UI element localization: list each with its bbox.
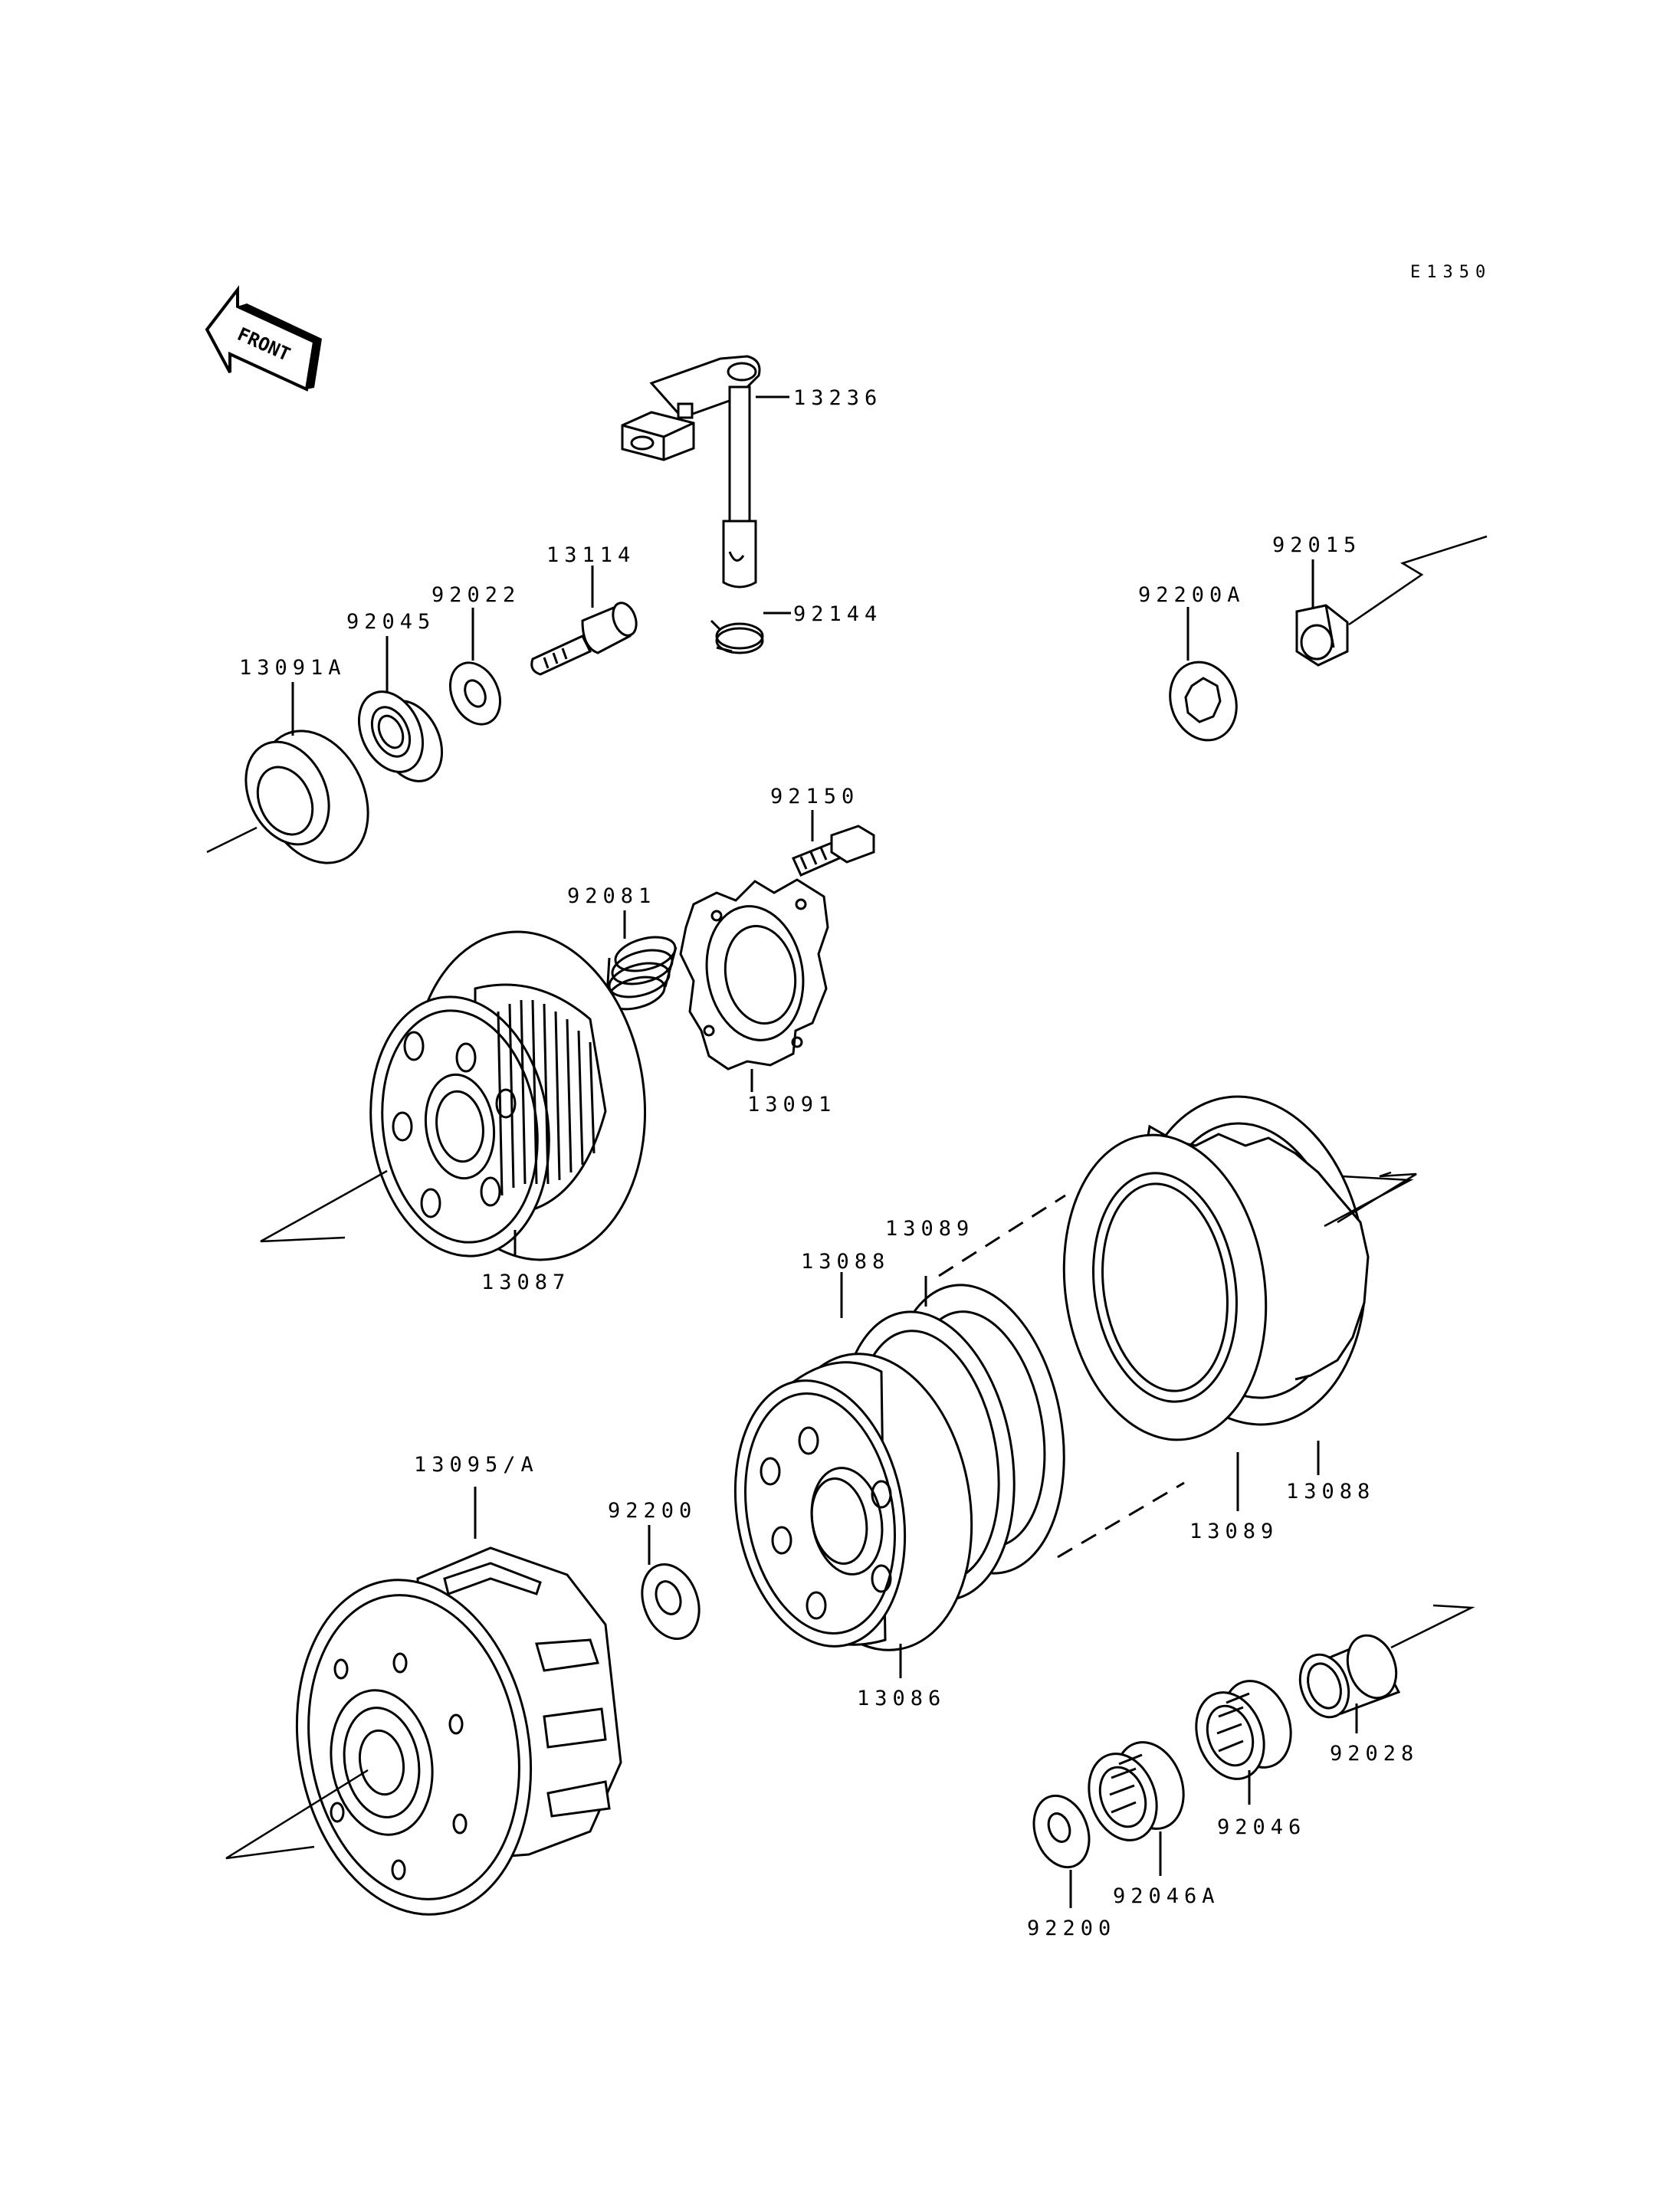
- release-lever-part: [621, 355, 761, 589]
- label-13087: 13087: [481, 1271, 570, 1294]
- pressure-plate-13091-part: [679, 878, 829, 1071]
- circlip-part: [710, 619, 764, 654]
- lockwasher-92200a-part: [1169, 661, 1238, 742]
- bushing-92028-part: [1298, 1634, 1401, 1719]
- label-13086: 13086: [857, 1687, 946, 1710]
- label-92200-mid: 92200: [608, 1499, 697, 1523]
- boss-13091a-part: [244, 730, 369, 864]
- label-92144: 92144: [793, 602, 882, 626]
- bolt-92150-part: [791, 825, 875, 877]
- label-92081: 92081: [567, 884, 656, 908]
- label-92200-bottom: 92200: [1027, 1917, 1116, 1940]
- label-13114: 13114: [546, 543, 635, 567]
- label-13088-right: 13088: [1286, 1480, 1375, 1503]
- label-13089-top: 13089: [885, 1217, 974, 1241]
- label-92046: 92046: [1217, 1815, 1306, 1839]
- label-13095A: 13095/A: [414, 1453, 539, 1477]
- nut-92015-part: [1295, 604, 1349, 667]
- label-92015: 92015: [1272, 533, 1361, 557]
- label-13091A: 13091A: [239, 656, 346, 680]
- label-13236: 13236: [793, 386, 882, 410]
- clutch-hub-13087-part: [369, 930, 647, 1261]
- label-13088-left: 13088: [801, 1250, 890, 1274]
- label-92150: 92150: [770, 785, 859, 808]
- label-92022: 92022: [431, 583, 520, 607]
- label-92045: 92045: [346, 610, 435, 634]
- steel-plate-13089-right-part: [1062, 1133, 1268, 1441]
- pressure-plate-13086-part: [733, 1353, 973, 1651]
- washer-92200-bottom-part: [1032, 1794, 1091, 1869]
- diagram-code: E1350: [1410, 263, 1491, 282]
- label-13089-right: 13089: [1189, 1520, 1278, 1543]
- label-13091: 13091: [747, 1093, 836, 1117]
- label-92046A: 92046A: [1113, 1884, 1220, 1908]
- push-rod-part: [530, 602, 638, 676]
- needle-bearing-92046-part: [1195, 1680, 1292, 1780]
- clutch-housing-13095a-part: [295, 1546, 622, 1916]
- label-92200A: 92200A: [1138, 583, 1245, 607]
- washer-92200-mid-part: [641, 1563, 701, 1640]
- needle-bearing-92046a-part: [1088, 1741, 1185, 1841]
- washer-92022-part: [449, 661, 501, 726]
- front-arrow-icon: FRONT: [205, 285, 322, 392]
- bearing-92045-part: [357, 690, 444, 782]
- label-92028: 92028: [1330, 1742, 1419, 1766]
